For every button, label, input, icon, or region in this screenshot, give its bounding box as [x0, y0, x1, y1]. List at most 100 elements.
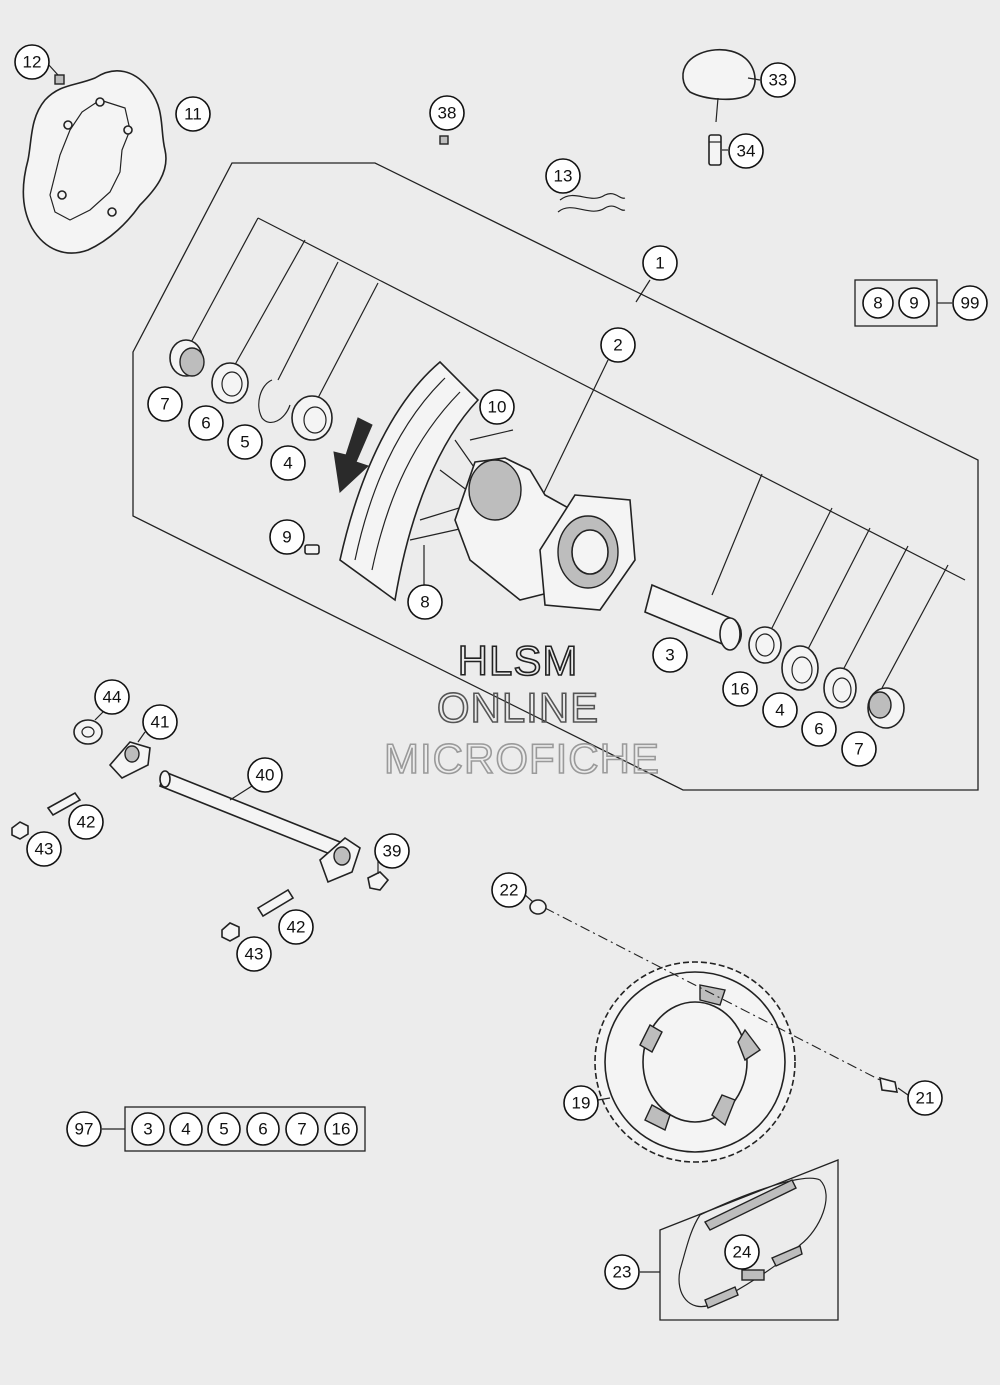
svg-text:40: 40 [256, 766, 275, 785]
bearing-4-left [291, 395, 333, 441]
svg-text:12: 12 [23, 53, 42, 72]
leaders-misc [47, 63, 909, 1101]
svg-text:97: 97 [75, 1120, 94, 1139]
kit-97-item-2: 4 [169, 1112, 203, 1146]
callout-6-right: 6 [801, 711, 837, 747]
callout-44: 44 [94, 679, 130, 715]
callout-39: 39 [374, 833, 410, 869]
callout-11: 11 [175, 96, 211, 132]
callout-43-right: 43 [236, 936, 272, 972]
callout-4-left: 4 [270, 445, 306, 481]
kit-99-item-2: 9 [898, 287, 930, 319]
svg-text:8: 8 [873, 294, 882, 313]
callout-4-right: 4 [762, 692, 798, 728]
svg-text:24: 24 [733, 1243, 752, 1262]
kit-99-item-1: 8 [862, 287, 894, 319]
svg-text:99: 99 [961, 294, 980, 313]
svg-text:7: 7 [160, 395, 169, 414]
sprocket [594, 961, 796, 1163]
svg-text:4: 4 [181, 1120, 190, 1139]
callout-38: 38 [429, 95, 465, 131]
kit-97-label: 97 [66, 1111, 102, 1147]
adjuster-nut-right [221, 922, 240, 942]
axle-nut [73, 719, 103, 745]
svg-text:7: 7 [854, 740, 863, 759]
callout-7-right: 7 [841, 731, 877, 767]
brake-disc [22, 70, 167, 254]
chain [678, 1177, 827, 1309]
svg-text:23: 23 [613, 1263, 632, 1282]
svg-text:11: 11 [184, 105, 202, 124]
callout-41: 41 [142, 704, 178, 740]
callout-3: 3 [652, 637, 688, 673]
kit-99-label: 99 [952, 285, 988, 321]
hub [454, 457, 636, 611]
svg-text:4: 4 [775, 701, 784, 720]
centerline-sprocket-bolt [544, 907, 881, 1081]
bolt-34 [708, 134, 722, 166]
callout-2: 2 [600, 327, 636, 363]
master-link [741, 1269, 765, 1281]
callout-19: 19 [563, 1085, 599, 1121]
adjuster-screw-left [46, 791, 82, 817]
svg-text:19: 19 [572, 1094, 591, 1113]
callout-42-left: 42 [68, 804, 104, 840]
callout-33: 33 [760, 62, 796, 98]
svg-text:33: 33 [769, 71, 788, 90]
callout-6-left: 6 [188, 405, 224, 441]
svg-text:44: 44 [103, 688, 122, 707]
svg-text:6: 6 [258, 1120, 267, 1139]
svg-text:16: 16 [332, 1120, 351, 1139]
rotation-arrow [333, 417, 373, 494]
watermark-line-3: MICROFICHE [384, 735, 660, 782]
disc-bolt [54, 74, 65, 85]
adjuster-nut-left [11, 821, 29, 840]
svg-text:3: 3 [143, 1120, 152, 1139]
svg-text:43: 43 [35, 840, 54, 859]
svg-text:43: 43 [245, 945, 264, 964]
svg-text:16: 16 [731, 680, 750, 699]
callout-9: 9 [269, 519, 305, 555]
svg-text:38: 38 [438, 104, 457, 123]
chain-frame [659, 1159, 839, 1321]
svg-text:22: 22 [500, 881, 519, 900]
callout-16: 16 [722, 671, 758, 707]
leader-lines-right [423, 429, 949, 689]
svg-text:6: 6 [201, 414, 210, 433]
kit-97-item-4: 6 [246, 1112, 280, 1146]
circlip-5 [258, 379, 291, 423]
callout-8: 8 [407, 584, 443, 620]
svg-text:21: 21 [916, 1089, 935, 1108]
callout-40: 40 [247, 757, 283, 793]
callout-7-left: 7 [147, 386, 183, 422]
valve-cap [439, 135, 449, 145]
svg-text:5: 5 [240, 433, 249, 452]
callout-34: 34 [728, 133, 764, 169]
rim-section [339, 360, 480, 602]
kit-97-item-5: 7 [285, 1112, 319, 1146]
svg-text:42: 42 [287, 918, 306, 937]
svg-text:3: 3 [665, 646, 674, 665]
leader-lines-left [187, 217, 966, 581]
seal-6-left [211, 362, 249, 404]
watermark-line-2: ONLINE [437, 684, 599, 731]
callout-12: 12 [14, 44, 50, 80]
kit-97-item-1: 3 [131, 1112, 165, 1146]
svg-text:10: 10 [488, 398, 507, 417]
callout-13: 13 [545, 158, 581, 194]
spacer-3 [644, 583, 742, 651]
svg-text:8: 8 [420, 593, 429, 612]
svg-text:9: 9 [909, 294, 918, 313]
svg-text:4: 4 [283, 454, 292, 473]
seal-6-right [823, 667, 857, 709]
svg-text:39: 39 [383, 842, 402, 861]
bearing-4-right [781, 645, 819, 691]
kit-97-item-6: 16 [324, 1112, 358, 1146]
watermark-line-1: HLSM [458, 637, 579, 684]
callout-5: 5 [227, 424, 263, 460]
callout-43-left: 43 [26, 831, 62, 867]
svg-text:34: 34 [737, 142, 756, 161]
bushing-7-right [867, 687, 905, 729]
seat-part [682, 48, 756, 123]
